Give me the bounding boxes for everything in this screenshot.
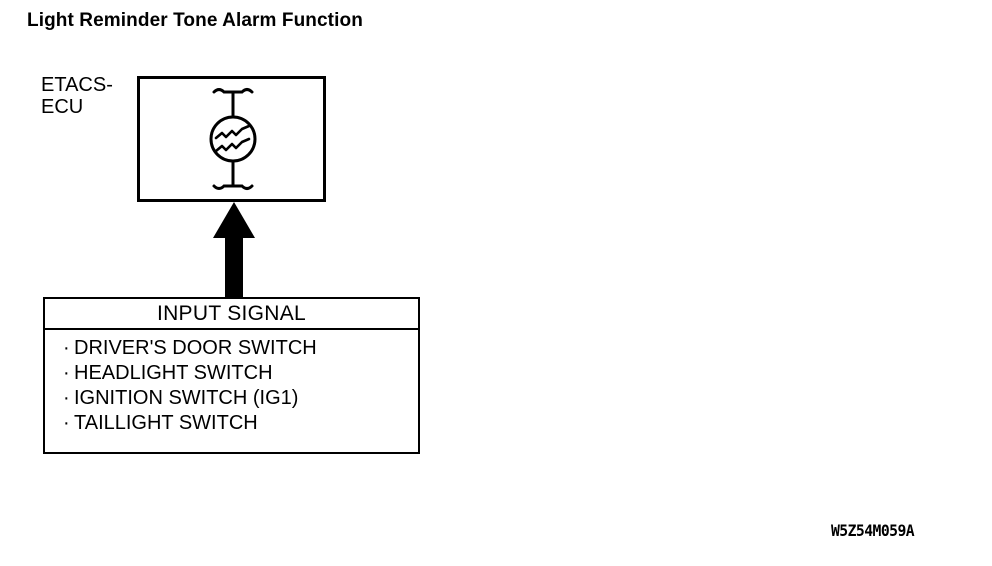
bullet-icon: ·	[63, 337, 70, 359]
ecu-label-line-1: ETACS-	[41, 74, 113, 96]
list-item-label: IGNITION SWITCH (IG1)	[74, 387, 299, 409]
reference-code: W5Z54M059A	[831, 521, 915, 540]
list-item: · DRIVER'S DOOR SWITCH	[45, 336, 418, 361]
list-item-label: HEADLIGHT SWITCH	[74, 362, 273, 384]
bullet-icon: ·	[63, 362, 70, 384]
bullet-icon: ·	[63, 412, 70, 434]
input-signal-header: INPUT SIGNAL	[45, 299, 418, 330]
bullet-icon: ·	[63, 387, 70, 409]
ecu-label: ETACS- ECU	[41, 74, 113, 118]
list-item: · HEADLIGHT SWITCH	[45, 361, 418, 386]
input-signal-header-label: INPUT SIGNAL	[156, 302, 307, 325]
input-signal-list: · DRIVER'S DOOR SWITCH · HEADLIGHT SWITC…	[45, 330, 418, 436]
input-signal-box: INPUT SIGNAL · DRIVER'S DOOR SWITCH · HE…	[43, 297, 420, 454]
list-item: · IGNITION SWITCH (IG1)	[45, 386, 418, 411]
page-title: Light Reminder Tone Alarm Function	[27, 10, 363, 31]
list-item-label: TAILLIGHT SWITCH	[74, 412, 258, 434]
up-arrow-icon	[210, 200, 258, 300]
list-item-label: DRIVER'S DOOR SWITCH	[74, 337, 317, 359]
buzzer-symbol-icon	[203, 84, 263, 194]
ecu-label-line-2: ECU	[41, 96, 84, 118]
list-item: · TAILLIGHT SWITCH	[45, 411, 418, 436]
